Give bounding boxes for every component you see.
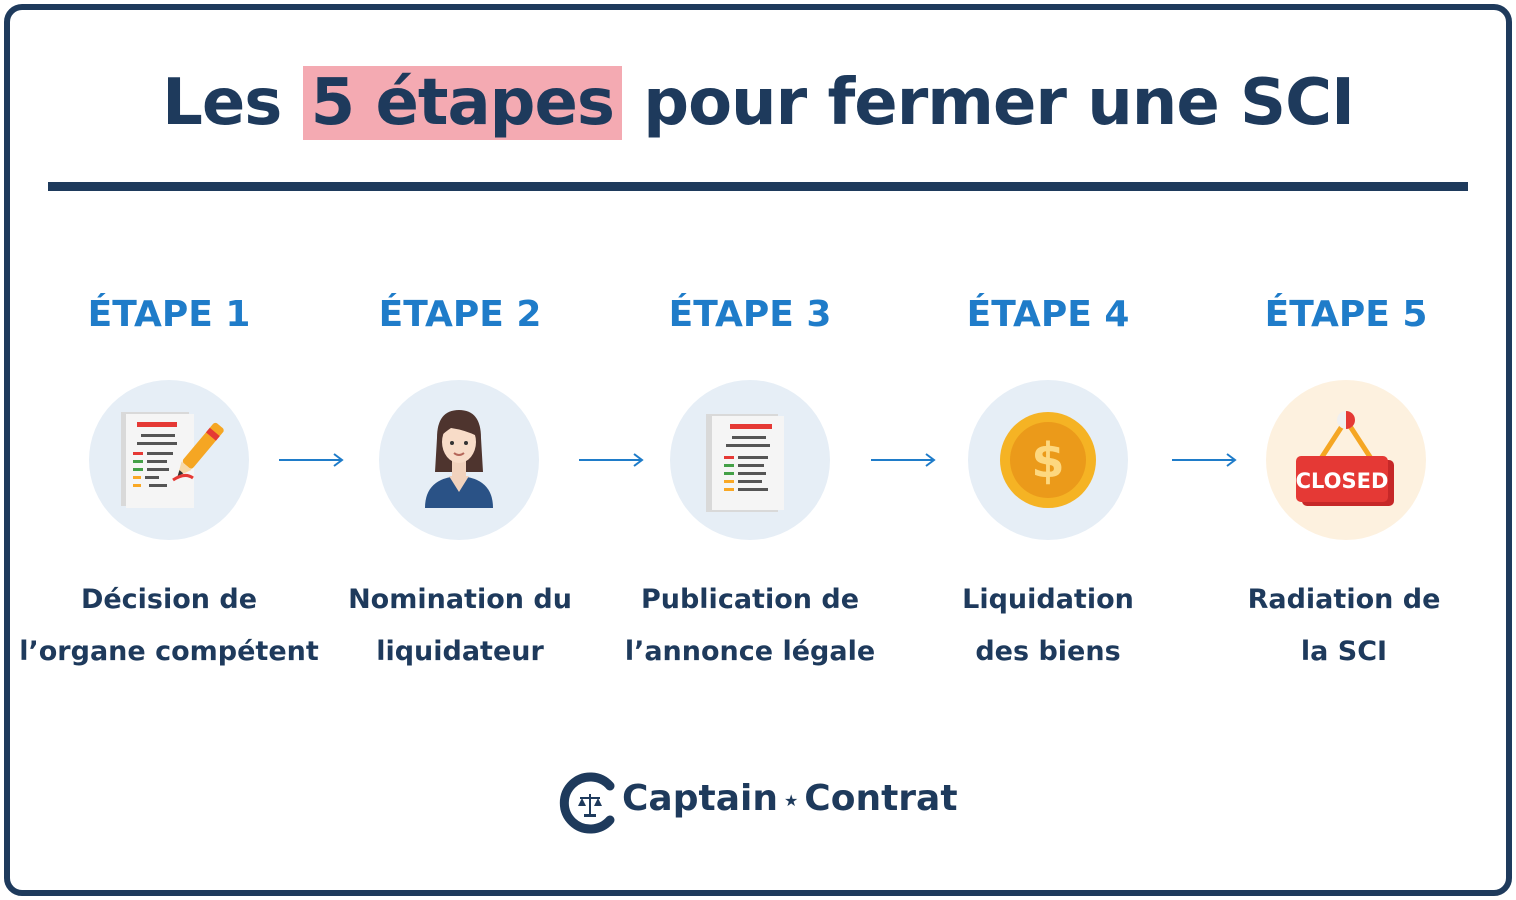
step-3-circle [670,380,830,540]
step-4-description: Liquidation des biens [888,574,1208,678]
title-highlight: 5 étapes [302,66,622,140]
captain-contrat-logo: Captain★Contrat [558,772,978,834]
step-3-line-1: Publication de [640,584,860,615]
step-4-line-1: Liquidation [962,584,1134,615]
step-4-line-2: des biens [975,636,1121,667]
arrow-right-icon [579,453,644,467]
logo-name-right: Contrat [804,778,958,819]
person-icon [425,410,493,508]
step-3-line-2: l’annonce légale [624,636,876,667]
step-3-description: Publication de l’annonce légale [590,574,910,678]
title-before: Les [162,66,282,140]
step-5-line-2: la SCI [1300,636,1388,667]
step-5-description: Radiation de la SCI [1184,574,1504,678]
step-5-label: ÉTAPE 5 [1264,294,1428,335]
title-after: pour fermer une SCI [643,66,1355,140]
step-2-line-1: Nomination du [348,584,572,615]
step-3-label: ÉTAPE 3 [668,294,832,335]
step-2-description: Nomination du liquidateur [300,574,620,678]
step-2-circle [379,380,539,540]
closed-sign-text: CLOSED [1296,469,1389,493]
svg-text:$: $ [1031,433,1064,489]
arrow-right-icon [279,453,344,467]
coin-dollar-icon: $ [1000,412,1096,508]
document-pen-icon [121,412,224,508]
step-1-description: Décision de l’organe compétent [9,574,329,678]
document-icon [706,414,784,512]
step-1-label: ÉTAPE 1 [87,294,251,335]
step-2-label: ÉTAPE 2 [378,294,542,335]
step-2-line-2: liquidateur [376,636,544,667]
closed-sign-icon: CLOSED [1296,411,1394,506]
title-divider [48,182,1468,191]
page-title: Les 5 étapes pour fermer une SCI [0,66,1516,140]
step-1-line-1: Décision de [80,584,258,615]
step-4-circle: $ [968,380,1128,540]
logo-name-left: Captain [622,778,778,819]
step-1-line-2: l’organe compétent [19,636,319,667]
step-1-circle [89,380,249,540]
logo-mark-icon [559,772,615,834]
step-5-circle: CLOSED [1266,380,1426,540]
arrow-right-icon [1172,453,1237,467]
logo-text: Captain★Contrat [622,778,958,819]
step-4-label: ÉTAPE 4 [966,294,1130,335]
arrow-right-icon [871,453,936,467]
step-5-line-1: Radiation de [1247,584,1441,615]
star-icon: ★ [783,790,799,810]
